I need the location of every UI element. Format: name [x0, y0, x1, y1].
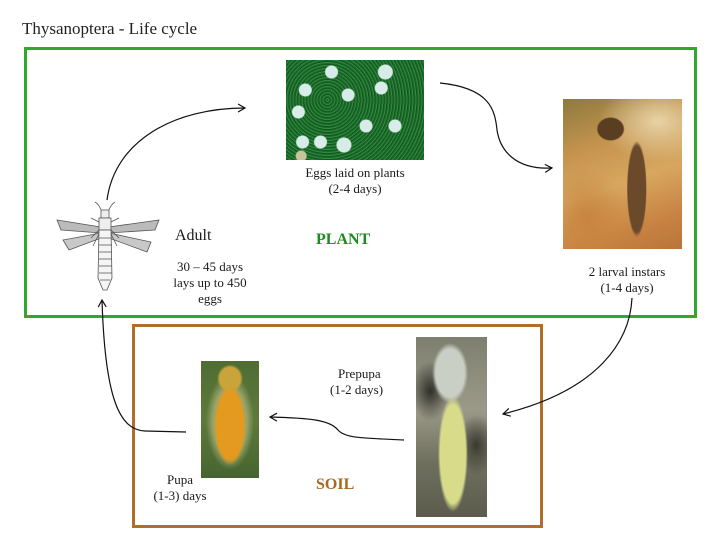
larva-photo [563, 99, 682, 249]
eggs-caption: Eggs laid on plants (2-4 days) [285, 165, 425, 197]
diagram-title: Thysanoptera - Life cycle [22, 19, 198, 38]
prepupa-caption-line1: Prepupa [338, 366, 381, 381]
pupa-caption: Pupa (1-3) days [140, 472, 220, 504]
pupa-caption-line2: (1-3) days [153, 488, 207, 503]
soil-zone-box [132, 324, 543, 528]
adult-caption: 30 – 45 days lays up to 450 eggs [160, 259, 260, 307]
arrow-larva-to-prepupa [501, 297, 633, 417]
eggs-photo [286, 60, 424, 160]
prepupa-caption-line2: (1-2 days) [330, 382, 384, 397]
adult-caption-line2: lays up to 450 [173, 275, 247, 290]
pupa-photo [201, 361, 259, 478]
larva-caption-line1: 2 larval instars [588, 264, 666, 279]
arrow-pupa-to-adult [97, 298, 187, 433]
soil-zone-label: SOIL [316, 476, 355, 493]
adult-caption-line3: eggs [198, 291, 222, 306]
larva-caption: 2 larval instars (1-4 days) [572, 264, 682, 296]
plant-zone-label: PLANT [316, 231, 371, 248]
eggs-caption-line2: (2-4 days) [328, 181, 382, 196]
adult-thrips-drawing [56, 201, 160, 291]
larva-caption-line2: (1-4 days) [600, 280, 654, 295]
prepupa-photo [416, 337, 487, 517]
prepupa-caption: Prepupa (1-2 days) [330, 366, 405, 398]
pupa-caption-line1: Pupa [167, 472, 193, 487]
arrow-adult-to-eggs [106, 103, 247, 201]
arrow-eggs-to-larva [439, 82, 554, 173]
adult-label: Adult [175, 227, 212, 244]
plant-zone-box [24, 47, 697, 318]
arrow-prepupa-to-pupa [268, 412, 405, 441]
eggs-caption-line1: Eggs laid on plants [305, 165, 405, 180]
adult-caption-line1: 30 – 45 days [176, 259, 244, 274]
